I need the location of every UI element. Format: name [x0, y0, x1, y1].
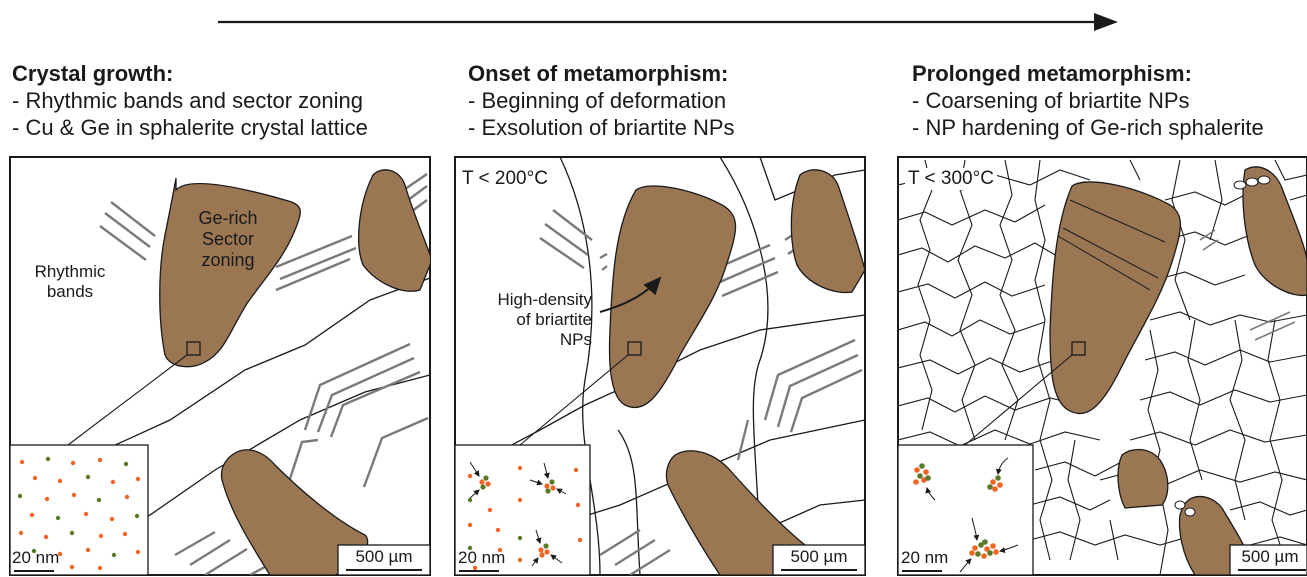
panel2-bullet-1: - Beginning of deformation [468, 88, 727, 113]
panel-crystal-growth [9, 156, 431, 576]
panel3-heading: Prolonged metamorphism: [912, 61, 1192, 86]
panel-onset-metamorphism [454, 156, 866, 576]
label-sector-zoning: Ge-rich Sector zoning [198, 208, 258, 270]
panel2-bullet-2: - Exsolution of briartite NPs [468, 115, 735, 140]
panel1-bullet-2: - Cu & Ge in sphalerite crystal lattice [12, 115, 368, 140]
panel1-bullet-1: - Rhythmic bands and sector zoning [12, 88, 363, 113]
panel3-temperature: T < 300°C [905, 168, 997, 190]
panel3-inset-scale: 20 nm [901, 548, 949, 567]
label-high-density: High-density of briartite NPs [497, 290, 593, 349]
inset-dots-panel2 [467, 465, 583, 571]
panel3-bullet-2: - NP hardening of Ge-rich sphalerite [912, 115, 1264, 140]
panel-prolonged-metamorphism [897, 156, 1307, 576]
panel2-header: Onset of metamorphism: - Beginning of de… [468, 60, 735, 141]
panel1-heading: Crystal growth: [12, 61, 174, 86]
panel1-inset-scale: 20 nm [12, 548, 60, 567]
panel2-inset-scale: 20 nm [458, 548, 506, 567]
timeline-arrow [218, 13, 1118, 31]
panel3-header: Prolonged metamorphism: - Coarsening of … [912, 60, 1264, 141]
inset-dots-panel1 [17, 456, 141, 571]
inset-clusters-panel3 [913, 463, 1003, 559]
panel3-bullet-1: - Coarsening of briartite NPs [912, 88, 1190, 113]
panel1-header: Crystal growth: - Rhythmic bands and sec… [12, 60, 368, 141]
panel2-temperature: T < 200°C [462, 168, 548, 189]
panel3-scale-bar: 500 µm [1241, 547, 1299, 566]
panel2-scale-bar: 500 µm [790, 547, 848, 566]
panel1-scale-bar: 500 µm [355, 547, 413, 566]
panel2-heading: Onset of metamorphism: [468, 61, 729, 86]
label-rhythmic-bands: Rhythmic bands [34, 262, 106, 301]
